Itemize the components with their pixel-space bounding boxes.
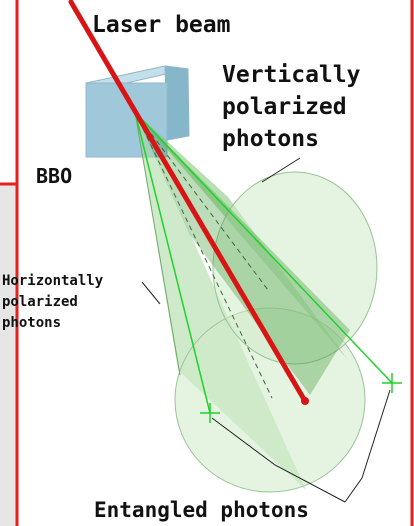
leader-horizontal <box>141 281 161 305</box>
label-horizontal-line2: polarized <box>2 294 78 310</box>
label-entangled-photons: Entangled photons <box>94 498 309 522</box>
leader-entangled-right <box>344 389 391 503</box>
label-vertical-line1: Vertically <box>222 62 361 88</box>
label-horizontal-line1: Horizontally <box>2 273 104 289</box>
label-vertical-line2: polarized <box>222 94 347 120</box>
label-vertical-line3: photons <box>222 126 319 152</box>
label-laser-beam: Laser beam <box>92 12 231 38</box>
laser-endpoint <box>301 397 309 405</box>
leader-entangled-left <box>211 417 346 503</box>
photon-beam-left <box>134 111 211 414</box>
vertical-cone-axis <box>134 111 269 291</box>
photon-beam-right <box>134 111 393 384</box>
laser-beam <box>68 0 308 404</box>
photon-marker-left <box>200 403 220 423</box>
photon-marker-right <box>382 373 402 393</box>
label-bbo: BBO <box>36 164 73 188</box>
leader-vertical <box>261 157 301 183</box>
label-horizontal-line3: photons <box>2 315 62 331</box>
background-panel <box>0 185 16 526</box>
horizontal-cone-axis <box>134 111 273 399</box>
cone-overlap <box>135 112 350 395</box>
